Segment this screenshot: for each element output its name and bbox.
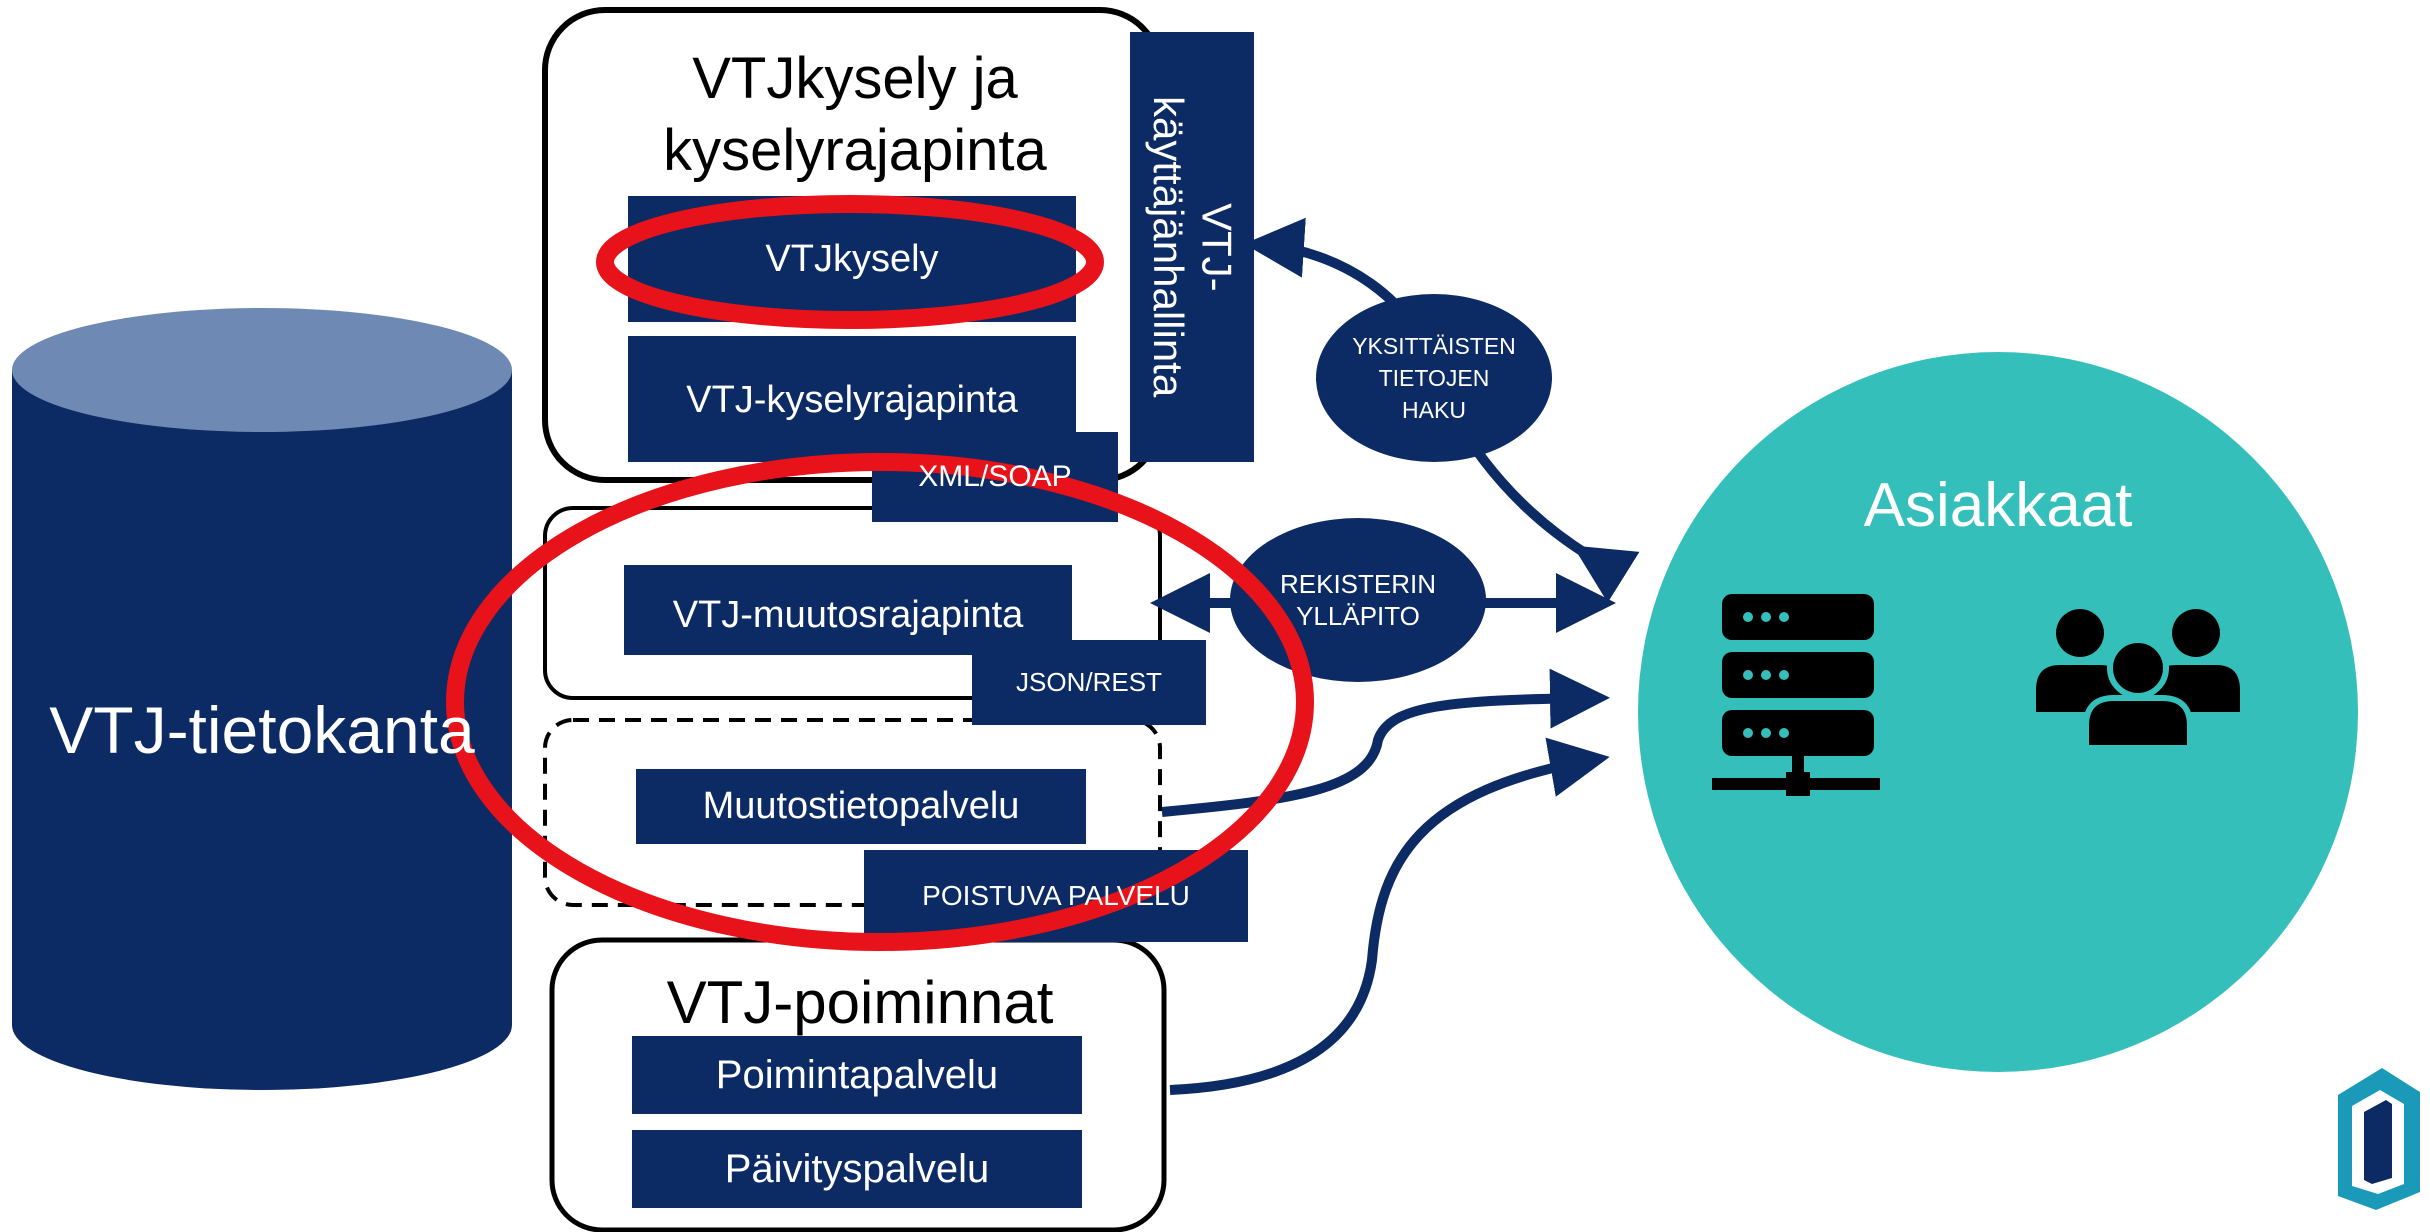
single-lookup-label: YKSITTÄISTEN TIETOJEN HAKU [1352, 332, 1516, 424]
paivityspalvelu-box [632, 1130, 1082, 1208]
poimintapalvelu-box [632, 1036, 1082, 1114]
arrow-muutostietopalvelu [1161, 668, 1610, 817]
people-icon [2036, 609, 2240, 751]
kysely-group-title: VTJkysely ja kyselyrajapinta [663, 45, 1047, 184]
register-maintenance-label: REKISTERIN YLLÄPITO [1279, 568, 1437, 632]
user-admin-label: VTJ-käyttäjänhallinta [1145, 96, 1241, 398]
highlight-vtjkysely [596, 195, 1104, 329]
kayttajanhallinta-box [1130, 32, 1254, 462]
json-rest-label: JSON/REST [1016, 667, 1162, 697]
json-rest-tag [972, 640, 1206, 725]
poistuva-palvelu-label: POISTUVA PALVELU [922, 880, 1190, 911]
poiminnat-group-title: VTJ-poiminnat [666, 968, 1054, 1036]
poimintapalvelu-label: Poimintapalvelu [715, 1052, 999, 1097]
paivityspalvelu-label: Päivityspalvelu [724, 1146, 990, 1191]
highlight-muutos-services [446, 453, 1314, 951]
organization-logo [2338, 1068, 2420, 1210]
arrow-user-admin [1244, 217, 1640, 603]
customers-label: Asiakkaat [1863, 470, 2133, 540]
muutostietopalvelu-box [636, 769, 1086, 844]
customers-circle [1638, 352, 2358, 1072]
xml-soap-label: XML/SOAP [918, 460, 1072, 493]
muutosrajapinta-label: VTJ-muutosrajapinta [672, 593, 1024, 636]
kyselyrajapinta-label: VTJ-kyselyrajapinta [686, 378, 1018, 421]
vtjkysely-label: VTJkysely [765, 237, 939, 280]
database-label: VTJ-tietokanta [49, 693, 475, 767]
muutostietopalvelu-label: Muutostietopalvelu [702, 785, 1020, 827]
arrow-poiminnat [1169, 737, 1610, 1095]
database-cylinder [12, 308, 512, 1090]
server-icon [1712, 594, 1880, 796]
